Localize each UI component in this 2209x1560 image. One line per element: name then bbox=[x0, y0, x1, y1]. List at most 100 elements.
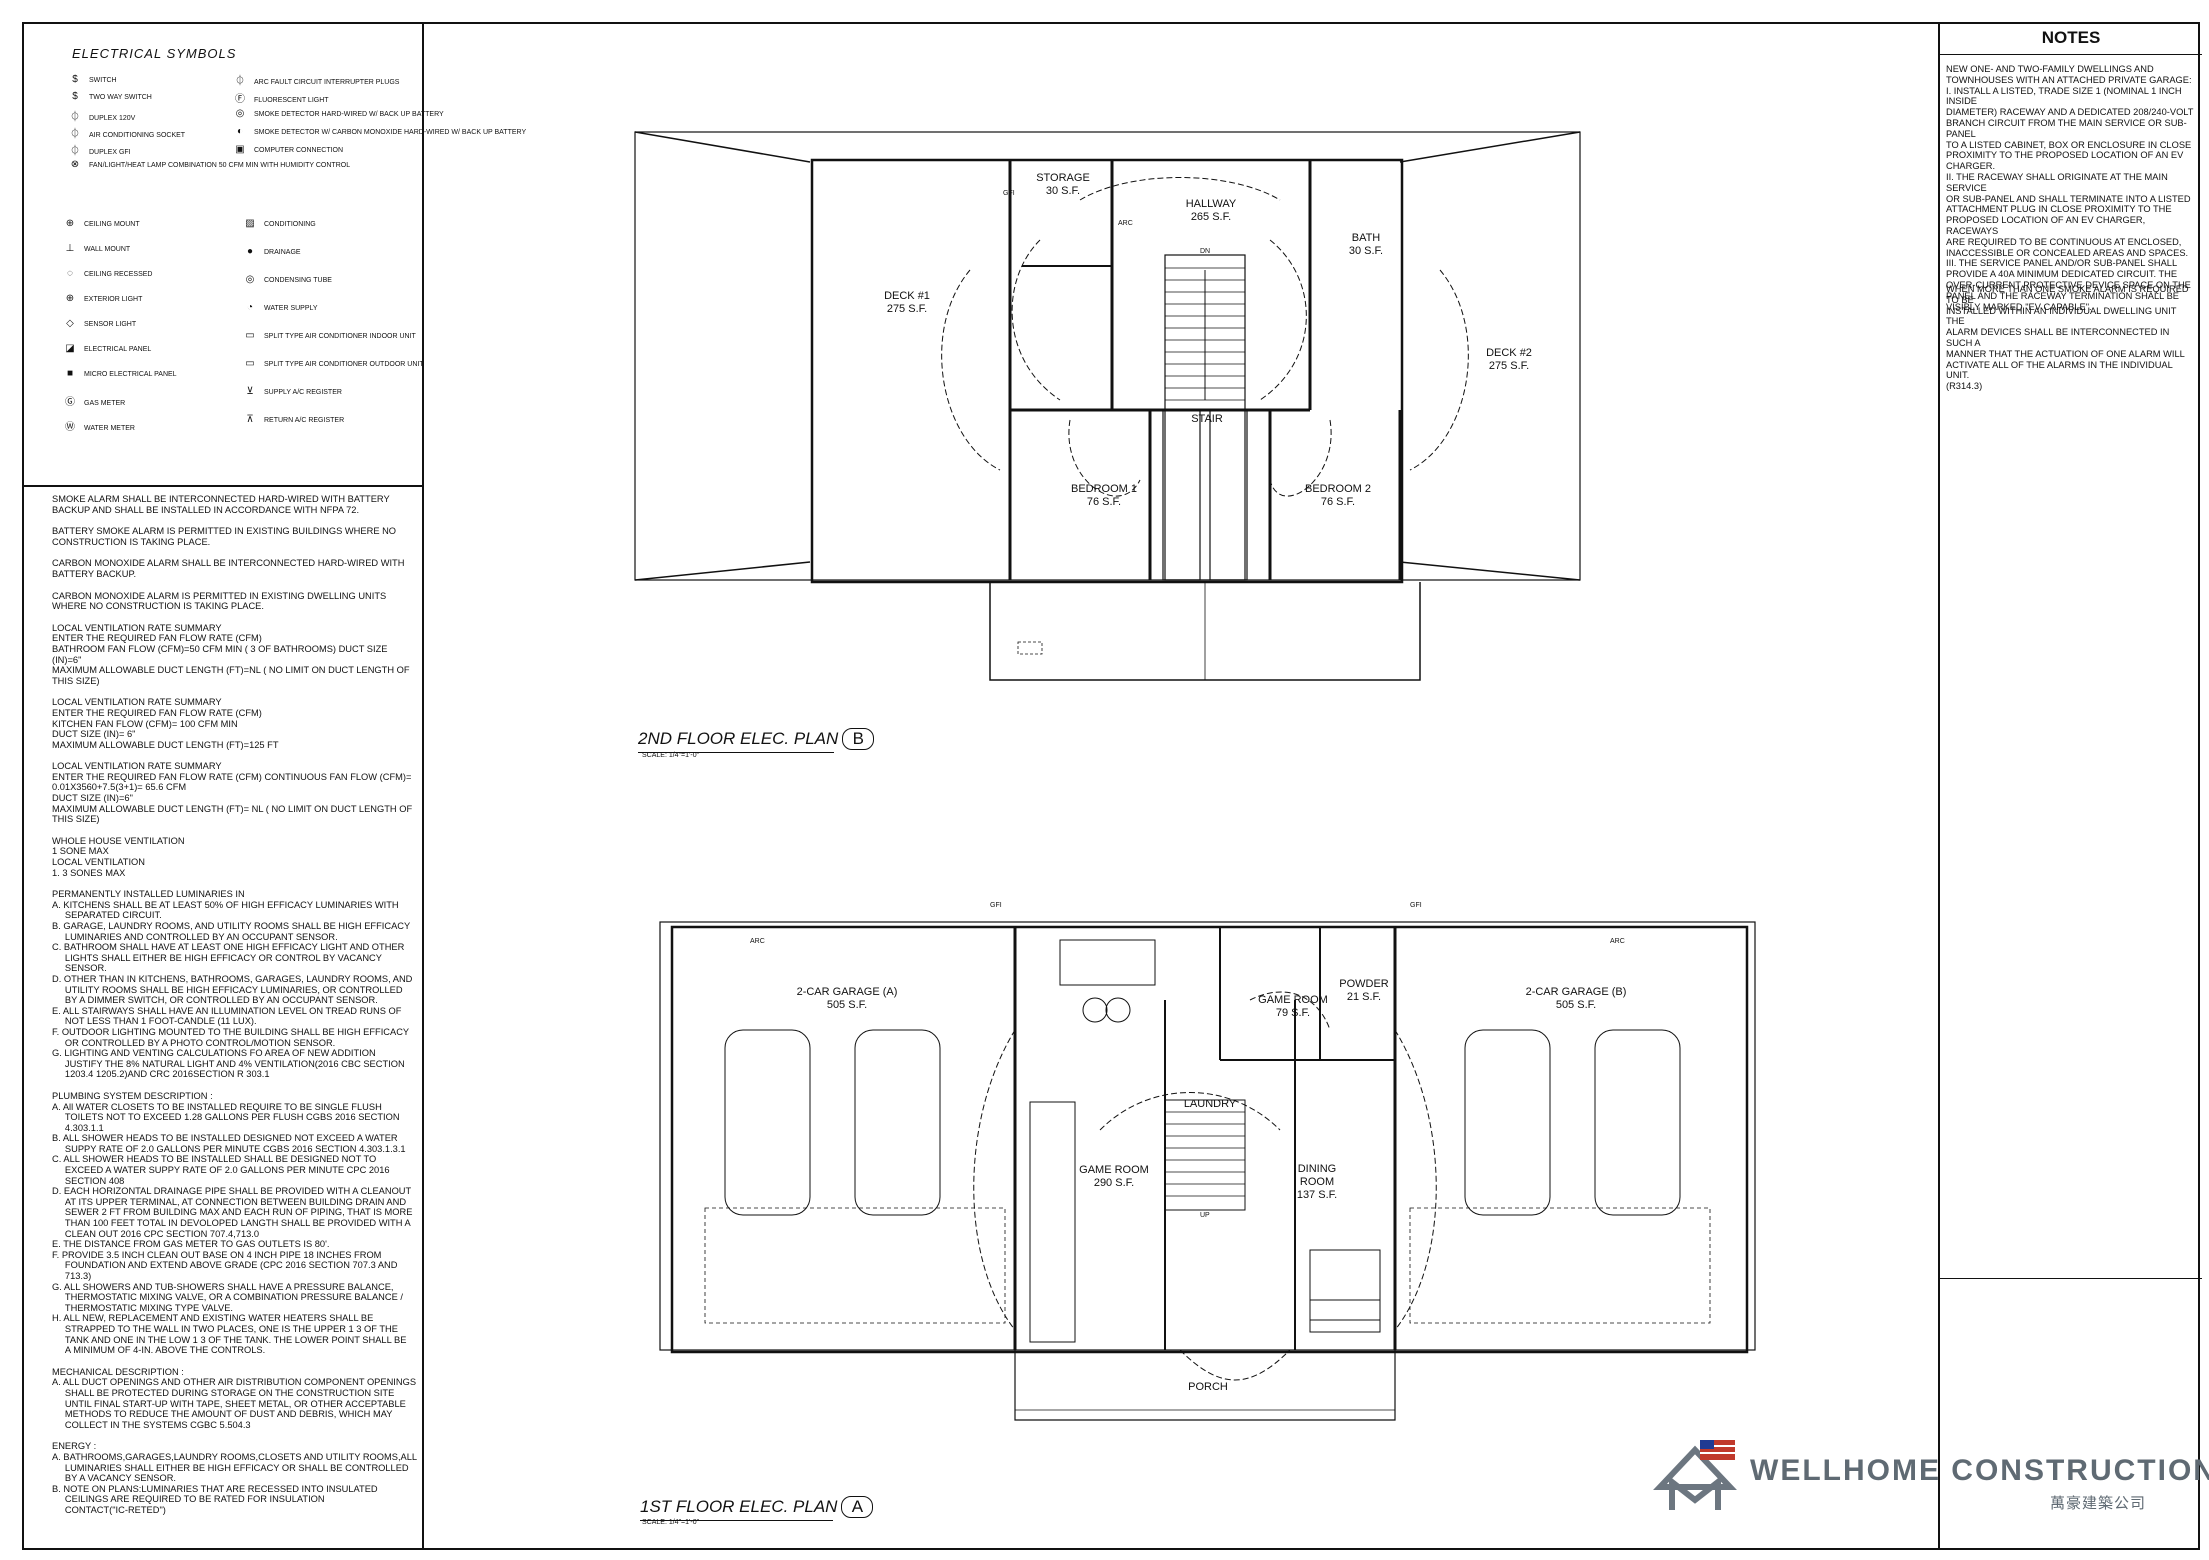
title-block-rule bbox=[1940, 1278, 2202, 1279]
stair-dn-label: DN bbox=[1200, 248, 1211, 255]
legend-label: DUPLEX GFI bbox=[89, 149, 131, 156]
ev-charger-note: NEW ONE- AND TWO-FAMILY DWELLINGS AND TO… bbox=[1946, 64, 2194, 312]
note-block: LOCAL VENTILATION RATE SUMMARY ENTER THE… bbox=[52, 761, 413, 825]
legend-label: WALL MOUNT bbox=[84, 246, 131, 253]
legend-symbol-icon: ◌ bbox=[67, 268, 73, 279]
drawing-sheet-border bbox=[22, 22, 2200, 1550]
legend-label: RETURN A/C REGISTER bbox=[264, 417, 345, 424]
legend-label: DRAINAGE bbox=[264, 249, 301, 256]
legend-symbol-icon: ⏀ bbox=[70, 112, 80, 123]
legend-symbol-icon: ◇ bbox=[66, 318, 74, 329]
note-block: SMOKE ALARM SHALL BE INTERCONNECTED HARD… bbox=[52, 494, 390, 515]
legend-label: WATER METER bbox=[84, 425, 135, 432]
room-garage-a: 2-CAR GARAGE (A)505 S.F. bbox=[796, 986, 898, 1011]
legend-label: SENSOR LIGHT bbox=[84, 321, 137, 328]
note-block: PERMANENTLY INSTALLED LUMINARIES IN A. K… bbox=[52, 889, 413, 1080]
legend-item: ◎SMOKE DETECTOR HARD-WIRED W/ BACK UP BA… bbox=[232, 108, 444, 119]
legend-label: SUPPLY A/C REGISTER bbox=[264, 389, 342, 396]
legend-label: GAS METER bbox=[84, 400, 126, 407]
legend-symbol-icon: ⊼ bbox=[246, 414, 254, 425]
first-floor-plan bbox=[659, 921, 1756, 1421]
legend-symbol-icon: ▣ bbox=[235, 144, 245, 155]
left-panel: ELECTRICAL SYMBOLS $SWITCH$TWO WAY SWITC… bbox=[22, 22, 526, 1550]
legend-label: CEILING MOUNT bbox=[84, 221, 140, 228]
legend-symbol-icon: ⊥ bbox=[65, 243, 75, 254]
note-block: LOCAL VENTILATION RATE SUMMARY ENTER THE… bbox=[52, 622, 410, 686]
arc-tag: ARC bbox=[1118, 220, 1133, 227]
gfi-tag: GFI bbox=[990, 902, 1002, 909]
legend-symbol-icon: Ⓦ bbox=[65, 422, 75, 433]
porch-label: PORCH bbox=[1188, 1381, 1228, 1393]
legend-label: CONDITIONING bbox=[264, 221, 316, 228]
company-name: WELLHOME CONSTRUCTION bbox=[1750, 1454, 2209, 1487]
legend-item: ⊥ WALL MOUNT bbox=[62, 243, 131, 254]
legend-label: COMPUTER CONNECTION bbox=[254, 147, 344, 154]
legend-symbol-icon: ▭ bbox=[245, 330, 255, 341]
legend-label: ELECTRICAL PANEL bbox=[84, 346, 152, 353]
legend-symbol-icon: Ⓕ bbox=[235, 94, 245, 105]
note-block: BATTERY SMOKE ALARM IS PERMITTED IN EXIS… bbox=[52, 526, 397, 547]
legend-item: ◐SMOKE DETECTOR W/ CARBON MONOXIDE HARD-… bbox=[232, 126, 526, 137]
legend-item: ⏀DUPLEX GFI bbox=[67, 142, 131, 157]
second-floor-scale: SCALE: 1/4"=1'-0" bbox=[642, 752, 700, 759]
legend-label: SMOKE DETECTOR HARD-WIRED W/ BACK UP BAT… bbox=[254, 111, 444, 118]
stair-label: STAIR bbox=[1191, 413, 1223, 425]
legend-item: ▭ SPLIT TYPE AIR CONDITIONER OUTDOOR UNIT bbox=[242, 358, 424, 369]
legend-symbol-icon: ▨ bbox=[245, 218, 255, 229]
note-block: PLUMBING SYSTEM DESCRIPTION : A. All WAT… bbox=[52, 1090, 413, 1356]
legend-item: ⏀DUPLEX 120V bbox=[67, 108, 135, 123]
legend-symbol-icon: ● bbox=[246, 246, 254, 257]
note-block: ENERGY : A. BATHROOMS,GARAGES,LAUNDRY RO… bbox=[52, 1441, 418, 1515]
legend-item: ▨ CONDITIONING bbox=[242, 218, 316, 229]
legend-symbol-icon: ▭ bbox=[245, 358, 255, 369]
legend-item: ⊗ FAN/LIGHT/HEAT LAMP COMBINATION 50 CFM … bbox=[67, 159, 350, 170]
room-laundry: LAUNDRY bbox=[1183, 1098, 1237, 1110]
smoke-alarm-note: WHEN MORE THAN ONE SMOKE ALARM IS REQUIR… bbox=[1946, 284, 2189, 392]
legend-label: WATER SUPPLY bbox=[264, 305, 318, 312]
legend-label: SPLIT TYPE AIR CONDITIONER OUTDOOR UNIT bbox=[264, 361, 424, 368]
legend-symbol-icon: Ⓖ bbox=[65, 397, 75, 408]
legend-item: ◔WATER SUPPLY bbox=[242, 302, 318, 313]
legend-item: ◇ SENSOR LIGHT bbox=[62, 318, 136, 329]
legend-item: Ⓦ WATER METER bbox=[62, 418, 135, 433]
legend-label: ARC FAULT CIRCUIT INTERRUPTER PLUGS bbox=[254, 79, 400, 86]
legend-item: Ⓖ GAS METER bbox=[62, 393, 125, 408]
arc-tag: ARC bbox=[750, 938, 765, 945]
legend-item: ● DRAINAGE bbox=[242, 246, 301, 257]
legend-label: TWO WAY SWITCH bbox=[89, 94, 152, 101]
legend-label: MICRO ELECTRICAL PANEL bbox=[84, 371, 177, 378]
legend-symbol-icon: ⊕ bbox=[65, 218, 75, 229]
legend-symbol-icon: ⊕ bbox=[65, 293, 75, 304]
legend-symbol-icon: ⏀ bbox=[70, 129, 80, 140]
legend-label: SWITCH bbox=[89, 77, 117, 84]
stair-up-label: UP bbox=[1200, 1212, 1210, 1219]
room-garage-b: 2-CAR GARAGE (B)505 S.F. bbox=[1525, 986, 1627, 1011]
legend-symbol-icon: ⏀ bbox=[235, 76, 245, 87]
legend-item: ◪ELECTRICAL PANEL bbox=[62, 343, 151, 354]
legend-item: ⊻SUPPLY A/C REGISTER bbox=[242, 386, 342, 397]
electrical-symbols-legend: ELECTRICAL SYMBOLS $SWITCH$TWO WAY SWITC… bbox=[22, 22, 526, 487]
company-name-chinese: 萬豪建築公司 bbox=[2050, 1495, 2147, 1512]
legend-label: AIR CONDITIONING SOCKET bbox=[89, 132, 186, 139]
legend-item: ⊕ CEILING MOUNT bbox=[62, 218, 140, 229]
arc-tag: ARC bbox=[1610, 938, 1625, 945]
legend-label: FAN/LIGHT/HEAT LAMP COMBINATION 50 CFM M… bbox=[89, 162, 351, 169]
gfi-tag: GFI bbox=[1003, 190, 1015, 197]
legend-label: CEILING RECESSED bbox=[84, 271, 153, 278]
legend-item: ⏀ ARC FAULT CIRCUIT INTERRUPTER PLUGS bbox=[232, 72, 399, 87]
second-floor-plan bbox=[634, 131, 1581, 681]
note-block: CARBON MONOXIDE ALARM SHALL BE INTERCONN… bbox=[52, 558, 405, 579]
legend-symbol-icon: ◎ bbox=[245, 274, 255, 285]
legend-item: ◌ CEILING RECESSED bbox=[62, 268, 152, 279]
legend-item: ■MICRO ELECTRICAL PANEL bbox=[62, 368, 177, 379]
legend-symbol-icon: ⊗ bbox=[70, 159, 80, 170]
